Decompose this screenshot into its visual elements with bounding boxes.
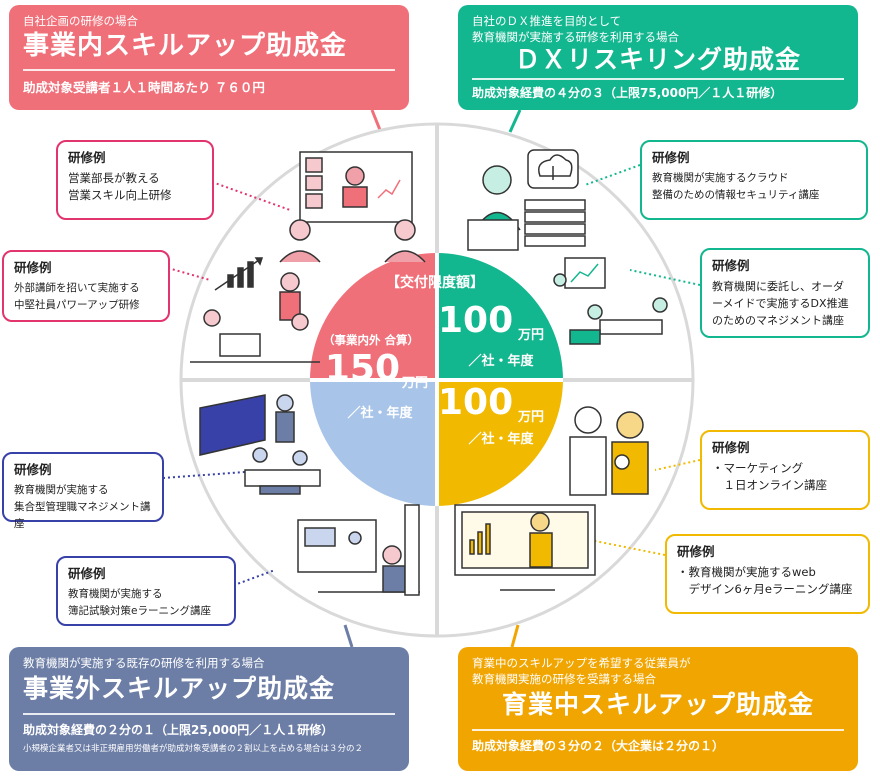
- skillup-inhouse-rate: 助成対象受講者１人１時間あたり ７６０円: [23, 80, 265, 95]
- limit-left-per: ／社・年度: [347, 406, 413, 421]
- example-body: 教育機関が実施するクラウド 整備のための情報セキュリティ講座: [652, 172, 820, 201]
- example-body: 教育機関に委託し、オーダ ーメイドで実施するDX推進 のためのマネジメント講座: [712, 280, 849, 327]
- skillup-external-subtitle: 教育機関が実施する既存の研修を利用する場合: [23, 656, 265, 670]
- example-body: 教育機関が実施する 簿記試験対策eラーニング講座: [68, 588, 211, 617]
- illustration-presentation: [190, 257, 320, 363]
- divider: [23, 69, 395, 71]
- limit-header: 【交付限度額】: [386, 275, 484, 291]
- connector-bl: [343, 624, 354, 648]
- example-body: ・マーケティング １日オンライン講座: [712, 461, 827, 492]
- example-body: 教育機関が実施する 集合型管理職マネジメント講座: [14, 484, 151, 530]
- inner-quadrant-green: [437, 253, 563, 380]
- childcare-skillup-title: 育業中スキルアップ助成金: [501, 690, 814, 719]
- dx-reskilling-subtitle-2: 教育機関が実施する研修を利用する場合: [472, 30, 679, 44]
- example-card-navy-2: 研修例 教育機関が実施する 簿記試験対策eラーニング講座: [56, 556, 236, 626]
- inner-quadrant-blue: [310, 380, 437, 507]
- limit-tr-amount: 100: [438, 300, 514, 341]
- example-heading: 研修例: [677, 544, 715, 559]
- limit-left-unit: 万円: [402, 376, 429, 391]
- limit-br-per: ／社・年度: [468, 432, 534, 447]
- example-heading: 研修例: [68, 150, 106, 165]
- inner-quadrant-yellow: [437, 380, 563, 506]
- leader-pink2: [167, 267, 211, 281]
- limit-left-subtitle: （事業内外 合算）: [322, 333, 419, 347]
- example-heading: 研修例: [712, 440, 750, 455]
- example-body: 営業部長が教える 営業スキル向上研修: [68, 171, 172, 202]
- example-card-green-1: 研修例 教育機関が実施するクラウド 整備のための情報セキュリティ講座: [640, 140, 868, 220]
- skillup-external-title: 事業外スキルアップ助成金: [23, 674, 336, 703]
- dx-reskilling-title: ＤＸリスキリング助成金: [514, 45, 801, 74]
- example-card-pink-1: 研修例 営業部長が教える 営業スキル向上研修: [56, 140, 214, 220]
- illustration-video-meeting: [279, 151, 426, 263]
- illustration-family: [569, 406, 649, 496]
- limit-tr-per: ／社・年度: [468, 354, 534, 369]
- example-heading: 研修例: [14, 260, 52, 275]
- example-card-yellow-2: 研修例 ・教育機関が実施するweb デザイン6ヶ月eラーニング講座: [665, 534, 870, 614]
- divider: [472, 78, 844, 80]
- limit-tr-unit: 万円: [518, 328, 545, 343]
- illustration-dx-meeting: [553, 257, 668, 345]
- example-card-yellow-1: 研修例 ・マーケティング １日オンライン講座: [700, 430, 870, 510]
- example-body: ・教育機関が実施するweb デザイン6ヶ月eラーニング講座: [677, 565, 853, 596]
- divider: [23, 713, 395, 715]
- childcare-skillup-subtitle-1: 育業中のスキルアップを希望する従業員が: [472, 656, 691, 670]
- example-card-pink-2: 研修例 外部講師を招いて実施する 中堅社員パワーアップ研修: [2, 250, 170, 322]
- skillup-inhouse-title: 事業内スキルアップ助成金: [23, 31, 348, 61]
- illustration-elearning: [297, 504, 420, 596]
- limit-br-unit: 万円: [518, 410, 545, 425]
- connector-tr: [508, 109, 522, 133]
- illustration-classroom: [199, 394, 321, 495]
- example-card-green-2: 研修例 教育機関に委託し、オーダ ーメイドで実施するDX推進 のためのマネジメン…: [700, 248, 870, 338]
- dx-reskilling-rate: 助成対象経費の４分の３（上限75,000円／１人１研修）: [472, 86, 783, 100]
- skillup-inhouse-subtitle: 自社企画の研修の場合: [23, 14, 138, 28]
- leader-pink1: [211, 181, 291, 211]
- connector-br: [510, 624, 520, 648]
- leader-green2: [629, 269, 701, 286]
- childcare-skillup-rate: 助成対象経費の３分の２（大企業は２分の１）: [472, 739, 725, 753]
- example-card-navy-1: 研修例 教育機関が実施する 集合型管理職マネジメント講座: [2, 452, 164, 530]
- connector-tl: [370, 109, 382, 131]
- illustration-online-lecture: [454, 504, 596, 591]
- skillup-external-note: 小規模企業者又は非正規雇用労働者が助成対象受講者の２割以上を占める場合は３分の２: [23, 744, 364, 754]
- inner-quadrant-pink: [310, 253, 437, 380]
- childcare-skillup-subtitle-2: 教育機関実施の研修を受講する場合: [472, 672, 656, 686]
- limit-br-amount: 100: [438, 382, 514, 423]
- dx-reskilling-box: 自社のＤＸ推進を目的として 教育機関が実施する研修を利用する場合 ＤＸリスキリン…: [458, 5, 858, 110]
- illustration-dx-learning: [467, 149, 586, 251]
- dx-reskilling-subtitle-1: 自社のＤＸ推進を目的として: [472, 14, 622, 28]
- example-heading: 研修例: [652, 150, 690, 165]
- example-heading: 研修例: [68, 566, 106, 581]
- example-heading: 研修例: [712, 258, 750, 273]
- leader-navy1: [162, 471, 246, 479]
- divider: [472, 729, 844, 731]
- example-body: 外部講師を招いて実施する 中堅社員パワーアップ研修: [14, 282, 140, 311]
- limit-left-amount: 150: [324, 348, 400, 389]
- childcare-skillup-box: 育業中のスキルアップを希望する従業員が 教育機関実施の研修を受講する場合 育業中…: [458, 647, 858, 771]
- skillup-external-box: 教育機関が実施する既存の研修を利用する場合 事業外スキルアップ助成金 助成対象経…: [9, 647, 409, 771]
- skillup-external-rate: 助成対象経費の２分の１（上限25,000円／１人１研修）: [23, 723, 334, 737]
- skillup-inhouse-box: 自社企画の研修の場合 事業内スキルアップ助成金 助成対象受講者１人１時間あたり …: [9, 5, 409, 110]
- example-heading: 研修例: [14, 462, 52, 477]
